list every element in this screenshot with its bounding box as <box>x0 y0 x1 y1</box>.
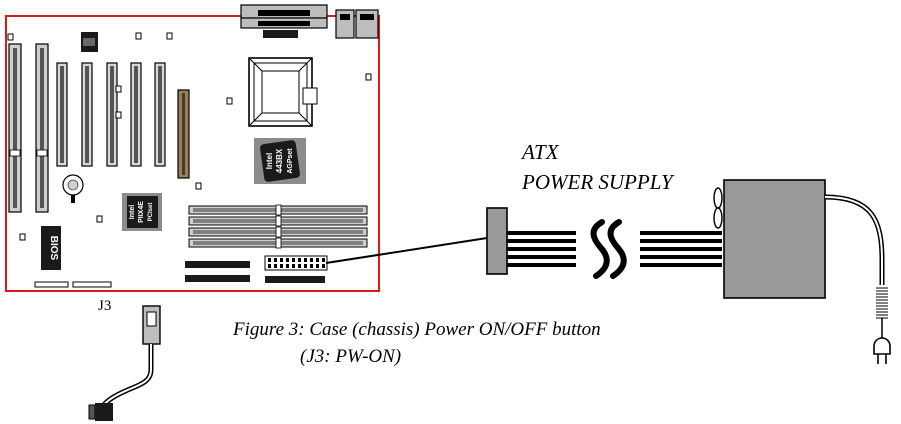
figure-caption-line2: (J3: PW-ON) <box>300 346 402 367</box>
bios-label: BIOS <box>48 236 59 261</box>
j3-power-switch-cable <box>88 305 161 421</box>
board-atx-power-connector <box>264 255 328 271</box>
psu-body <box>723 179 826 299</box>
board-to-psu-cable <box>325 237 488 264</box>
figure-caption-line1: Figure 3: Case (chassis) Power ON/OFF bu… <box>233 319 601 340</box>
cable-break-symbol <box>590 219 627 279</box>
jumpers <box>7 32 372 241</box>
pci-slots <box>56 62 166 167</box>
northbridge-chip: Intel 443BX AGPset <box>254 138 306 184</box>
southbridge-label-1: Intel <box>129 205 136 219</box>
southbridge-label-2: PIIX4E <box>138 201 145 223</box>
ac-plug-icon <box>873 337 891 364</box>
southbridge-chip: Intel PIIX4E PCIset <box>122 193 162 231</box>
cord-strain-relief <box>876 287 888 319</box>
agp-slot <box>177 89 190 179</box>
ide-connectors <box>185 261 325 283</box>
front-panel-header <box>34 281 112 288</box>
j3-label: J3 <box>98 298 112 314</box>
power-switch-plug <box>88 403 113 421</box>
clock-chip <box>81 32 98 52</box>
psu-plug <box>486 207 508 275</box>
cpu-socket <box>248 57 318 127</box>
northbridge-label-2: 443BX <box>275 148 284 173</box>
isa-slots <box>8 43 49 213</box>
southbridge-label-3: PCIset <box>148 203 154 222</box>
psu-wire-bundle <box>507 231 722 267</box>
psu-label-line1: ATX <box>522 140 559 164</box>
bios-chip: BIOS <box>41 226 61 270</box>
northbridge-label-1: Intel <box>265 153 274 169</box>
northbridge-label-3: AGPset <box>287 148 294 174</box>
motherboard: Intel 443BX AGPset Intel PIIX4E PCIset B… <box>5 4 380 292</box>
dimm-slots <box>188 204 368 249</box>
battery <box>62 174 84 203</box>
ac-power-cord <box>824 194 885 285</box>
psu-fan <box>713 187 723 229</box>
psu-label-line2: POWER SUPPLY <box>522 170 673 194</box>
atx-power-supply <box>486 179 891 364</box>
back-panel-io <box>240 4 379 39</box>
